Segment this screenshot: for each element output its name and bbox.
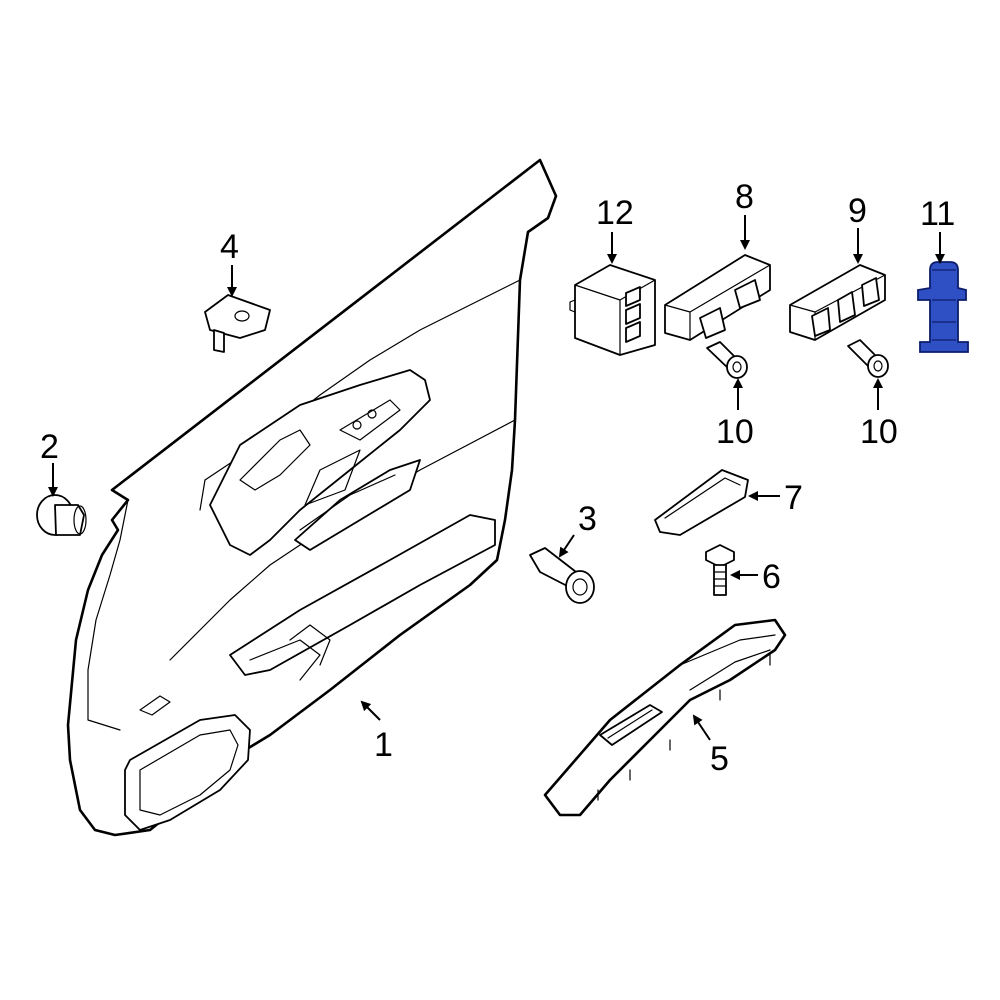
- part-11-switch-highlighted[interactable]: [917, 261, 969, 353]
- part-9-master-switch[interactable]: [789, 264, 886, 341]
- callouts: 1 2 3 4 5 6 7 8 9 10 10 11 12: [40, 178, 955, 778]
- callout-10b: 10: [860, 413, 898, 451]
- callout-4: 4: [220, 228, 239, 266]
- callout-3: 3: [578, 500, 597, 538]
- callout-1: 1: [374, 726, 393, 764]
- callout-11: 11: [920, 195, 955, 233]
- part-5-armrest-bezel[interactable]: [543, 618, 787, 817]
- part-3-pin[interactable]: [529, 547, 595, 604]
- part-8-window-switch[interactable]: [664, 254, 771, 341]
- callout-6: 6: [762, 558, 781, 596]
- part-4-bracket[interactable]: [204, 294, 271, 353]
- callout-10a: 10: [716, 413, 754, 451]
- callout-5: 5: [710, 740, 729, 778]
- callout-9: 9: [848, 192, 867, 230]
- part-2-clip[interactable]: [36, 494, 87, 536]
- callout-12: 12: [596, 194, 634, 232]
- part-12-switch[interactable]: [569, 264, 656, 356]
- part-6-bolt[interactable]: [705, 544, 735, 596]
- part-10b-screw[interactable]: [847, 339, 889, 378]
- callout-2: 2: [40, 428, 59, 466]
- part-7-pad[interactable]: [654, 469, 749, 536]
- callout-8: 8: [735, 178, 754, 216]
- part-1-door-trim-panel[interactable]: [66, 158, 558, 837]
- callout-7: 7: [784, 479, 803, 517]
- part-10a-screw[interactable]: [706, 341, 748, 379]
